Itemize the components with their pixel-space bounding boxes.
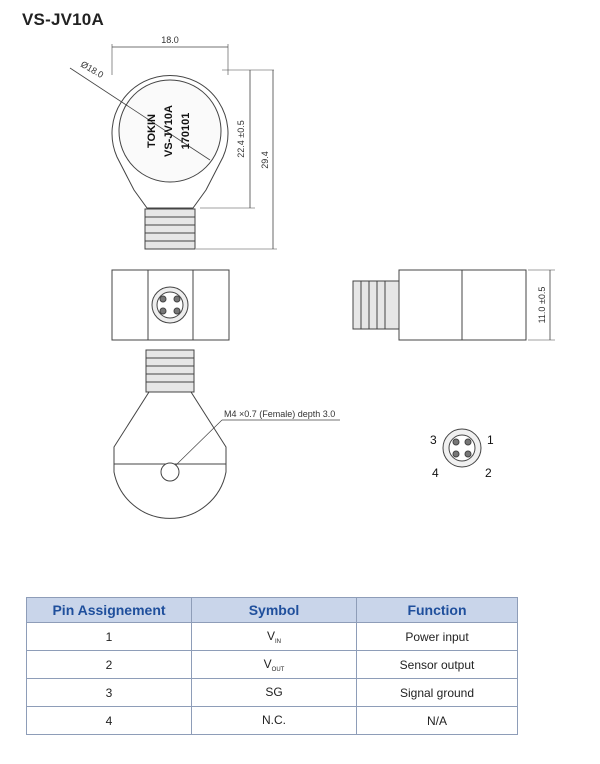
table-header-row: Pin Assignement Symbol Function — [26, 597, 518, 623]
dim-width: 18.0 — [161, 35, 179, 45]
header-function: Function — [356, 597, 518, 623]
symbol-main: N.C. — [262, 712, 286, 727]
bottom-view-body — [113, 391, 227, 519]
marking-line-2: VS-JV10A — [163, 105, 175, 157]
table-row: 4 N.C. N/A — [26, 706, 518, 735]
cell-symbol: VOUT — [191, 650, 357, 679]
dim-total-height: 29.4 — [260, 151, 270, 169]
pin-assignment-table: Pin Assignement Symbol Function 1 VIN Po… — [26, 597, 518, 735]
header-pin: Pin Assignement — [26, 597, 192, 623]
marking-line-3: 170101 — [180, 113, 192, 150]
cell-function: Sensor output — [356, 650, 518, 679]
symbol-main: V — [263, 656, 272, 671]
cell-symbol: SG — [191, 678, 357, 707]
dim-side-height: 11.0 ±0.5 — [537, 287, 547, 324]
symbol-main: V — [266, 628, 275, 643]
cell-pin: 3 — [26, 678, 192, 707]
marking-line-1: TOKIN — [146, 114, 158, 148]
top-view-connector — [144, 208, 196, 250]
bottom-view-connector — [145, 349, 195, 393]
table-row: 1 VIN Power input — [26, 622, 518, 651]
pin-label-2: 2 — [485, 466, 492, 480]
cell-symbol: VIN — [191, 622, 357, 651]
thread-leader — [175, 419, 223, 466]
header-symbol: Symbol — [191, 597, 357, 623]
marking-face — [118, 79, 222, 183]
pin-label-3: 3 — [430, 433, 437, 447]
table-row: 3 SG Signal ground — [26, 678, 518, 707]
marking-text: TOKIN VS-JV10A 170101 — [146, 105, 192, 157]
mounting-hole — [160, 462, 180, 482]
thread-note: M4 ×0.7 (Female) depth 3.0 — [224, 409, 335, 419]
symbol-subscript: OUT — [271, 666, 285, 673]
pin-label-1: 1 — [487, 433, 494, 447]
side-view-connector — [352, 280, 400, 330]
cell-pin: 2 — [26, 650, 192, 679]
cell-function: Signal ground — [356, 678, 518, 707]
diameter-leader — [69, 67, 211, 161]
pin-label-4: 4 — [432, 466, 439, 480]
cell-pin: 4 — [26, 706, 192, 735]
symbol-main: SG — [265, 684, 283, 699]
table-row: 2 VOUT Sensor output — [26, 650, 518, 679]
dim-hole-height: 22.4 ±0.5 — [236, 120, 246, 157]
cell-symbol: N.C. — [191, 706, 357, 735]
cell-function: N/A — [356, 706, 518, 735]
page-title: VS-JV10A — [22, 10, 104, 29]
cell-pin: 1 — [26, 622, 192, 651]
cell-function: Power input — [356, 622, 518, 651]
symbol-subscript: IN — [275, 638, 281, 645]
